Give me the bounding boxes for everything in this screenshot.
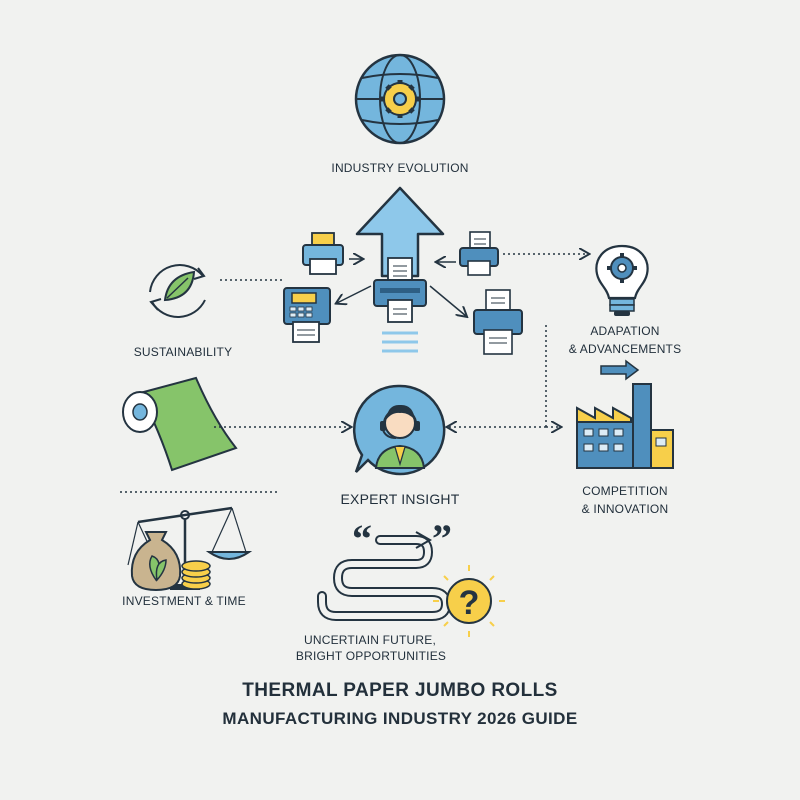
receipt-printer-icon: [302, 232, 344, 275]
globe-gear-icon: [354, 53, 446, 145]
paper-roll-icon: [122, 376, 238, 472]
label-adaptation-line1: ADAPATION: [590, 324, 660, 338]
winding-path-icon: [317, 531, 451, 621]
page-title: THERMAL PAPER JUMBO ROLLS: [242, 680, 558, 701]
money-bag-icon: [130, 531, 182, 592]
label-industry-evolution: INDUSTRY EVOLUTION: [331, 161, 469, 175]
label-future-line2: BRIGHT OPPORTUNITIES: [295, 649, 447, 663]
label-competition-line2: & INNOVATION: [581, 502, 669, 516]
coins-icon: [181, 560, 211, 590]
right-arrow-icon: [600, 359, 640, 381]
open-quote: “: [352, 516, 372, 561]
page-subtitle: MANUFACTURING INDUSTRY 2026 GUIDE: [222, 709, 578, 728]
factory-icon: [576, 383, 674, 469]
pos-terminal-icon: [283, 287, 331, 343]
arrow-up-icon: [355, 186, 445, 353]
question-mark: ?: [459, 584, 480, 622]
receipt-printer-icon: [473, 289, 523, 355]
close-quote: ”: [432, 516, 452, 561]
receipt-printer-icon: [373, 257, 427, 323]
question-bulb-icon: ?: [433, 565, 505, 637]
label-expert-insight: EXPERT INSIGHT: [340, 491, 460, 507]
label-adaptation-line2: & ADVANCEMENTS: [568, 342, 682, 356]
label-future-line1: UNCERTIAIN FUTURE,: [303, 633, 437, 647]
headset-agent-icon: [352, 384, 446, 476]
label-investment-time: INVESTMENT & TIME: [122, 594, 246, 608]
label-sustainability: SUSTAINABILITY: [133, 345, 233, 359]
lightbulb-gear-icon: [595, 244, 649, 316]
label-competition-line1: COMPETITION: [582, 484, 668, 498]
recycle-leaf-icon: [149, 264, 206, 318]
receipt-printer-icon: [459, 231, 499, 276]
